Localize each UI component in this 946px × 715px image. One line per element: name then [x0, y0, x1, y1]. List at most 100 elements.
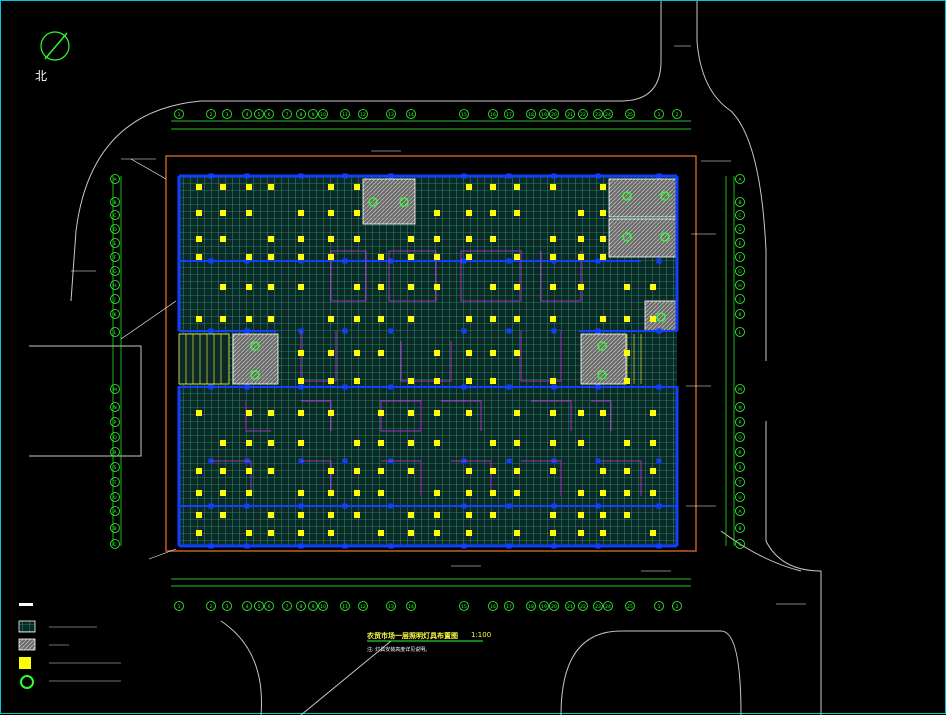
axis-marker-label: 20	[551, 604, 557, 610]
north-label: 北	[35, 69, 48, 83]
axis-marker	[282, 109, 292, 119]
column	[506, 503, 512, 509]
axis-marker-label: 3	[226, 604, 229, 610]
axis-marker-label: 14	[408, 112, 414, 118]
axis-marker-label: 1	[178, 112, 181, 118]
light-fixture	[268, 440, 274, 446]
light-fixture	[408, 236, 414, 242]
light-fixture	[650, 490, 656, 496]
column	[298, 503, 304, 509]
axis-marker-label: 2	[210, 604, 213, 610]
axis-marker-label: C	[738, 213, 741, 219]
light-fixture	[490, 316, 496, 322]
axis-marker	[110, 432, 120, 442]
light-fixture	[600, 512, 606, 518]
column	[551, 503, 557, 509]
axis-marker	[603, 601, 613, 611]
axis-marker	[735, 462, 745, 472]
light-fixture	[490, 440, 496, 446]
axis-marker-label: P	[739, 420, 742, 426]
light-fixture	[550, 184, 556, 190]
column	[506, 258, 512, 264]
column	[656, 503, 662, 509]
axis-marker	[110, 280, 120, 290]
light-fixture	[298, 236, 304, 242]
light-fixture	[378, 410, 384, 416]
axis-marker	[593, 601, 603, 611]
axis-marker	[654, 109, 664, 119]
light-fixture	[600, 236, 606, 242]
column	[656, 258, 662, 264]
column	[244, 258, 250, 264]
column	[244, 384, 250, 390]
light-fixture	[220, 468, 226, 474]
axis-marker	[110, 384, 120, 394]
drawing-title: 农贸市场一层照明灯具布置图	[367, 632, 458, 640]
column	[208, 258, 214, 264]
axis-marker	[526, 601, 536, 611]
building-plan	[178, 176, 678, 546]
axis-marker	[526, 109, 536, 119]
light-fixture	[354, 490, 360, 496]
axis-marker	[110, 417, 120, 427]
axis-marker	[110, 252, 120, 262]
axis-marker-label: 9	[312, 112, 315, 118]
light-fixture	[624, 284, 630, 290]
axis-marker	[110, 210, 120, 220]
axis-marker-label: 24	[605, 604, 611, 610]
light-fixture	[268, 530, 274, 536]
axis-marker-label: 16	[490, 604, 496, 610]
axis-marker-label: C	[113, 213, 116, 219]
axis-marker	[110, 266, 120, 276]
axis-marker	[110, 506, 120, 516]
axis-marker	[603, 109, 613, 119]
light-fixture	[600, 490, 606, 496]
axis-marker	[735, 327, 745, 337]
light-fixture	[514, 350, 520, 356]
light-fixture	[268, 184, 274, 190]
axis-marker-label: K	[739, 312, 743, 318]
axis-marker-label: Q	[738, 435, 742, 441]
axis-marker-label: 16	[490, 112, 496, 118]
axis-marker-label: 23	[595, 112, 601, 118]
axis-marker-label: M	[738, 387, 742, 393]
light-fixture	[466, 184, 472, 190]
axis-marker-label: 22	[580, 604, 586, 610]
axis-marker-label: 7	[286, 604, 289, 610]
light-fixture	[550, 440, 556, 446]
light-fixture	[328, 512, 334, 518]
axis-marker-label: L	[114, 330, 117, 336]
light-fixture	[378, 440, 384, 446]
light-fixture	[578, 236, 584, 242]
axis-marker	[672, 109, 682, 119]
axis-marker	[110, 238, 120, 248]
light-fixture	[196, 490, 202, 496]
axis-marker	[549, 601, 559, 611]
light-fixture	[434, 254, 440, 260]
column	[595, 384, 601, 390]
column	[595, 458, 601, 464]
light-fixture	[298, 350, 304, 356]
axis-marker	[174, 109, 184, 119]
light-fixture	[268, 254, 274, 260]
axis-marker-label: 7	[286, 112, 289, 118]
light-fixture	[514, 254, 520, 260]
axis-marker	[406, 601, 416, 611]
light-fixture	[466, 468, 472, 474]
light-fixture	[490, 512, 496, 518]
column	[551, 543, 557, 549]
axis-marker-label: 14	[408, 604, 414, 610]
axis-marker	[264, 601, 274, 611]
light-fixture	[466, 316, 472, 322]
stall-partitions	[211, 250, 642, 496]
light-fixture	[220, 236, 226, 242]
column	[506, 458, 512, 464]
light-fixture	[550, 468, 556, 474]
axis-marker-label: 21	[567, 604, 573, 610]
axis-marker-label: 12	[360, 112, 366, 118]
light-fixture	[408, 468, 414, 474]
light-fixture	[196, 210, 202, 216]
